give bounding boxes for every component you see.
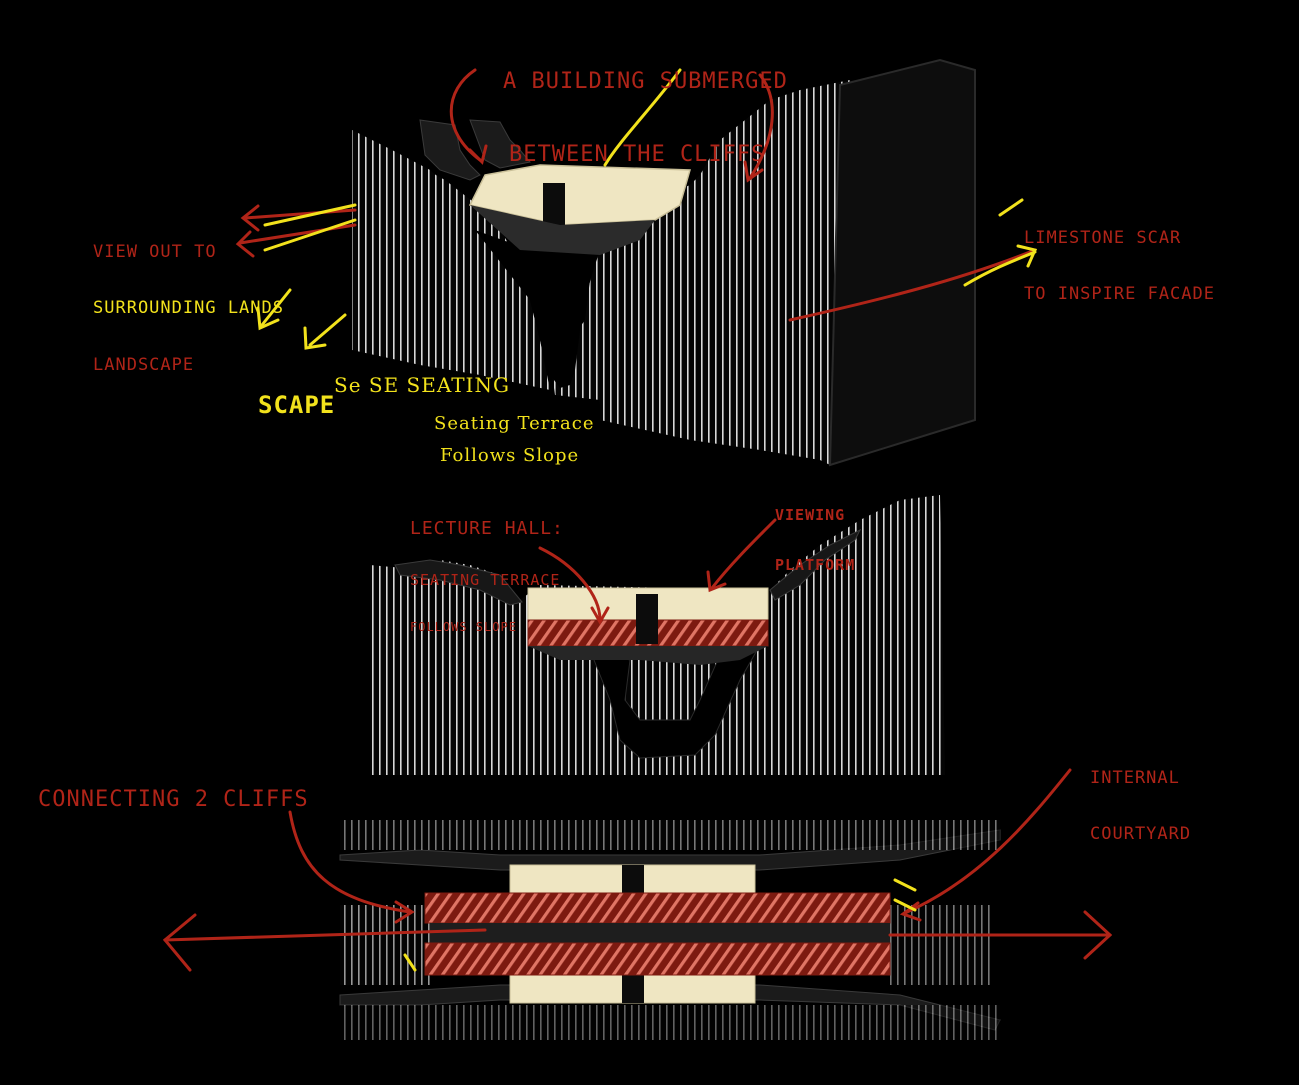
spread-arrow-right-head [1083, 910, 1113, 960]
viewing-platform-label: VIEWING PLATFORM [775, 474, 855, 590]
right-cliff-side [828, 58, 976, 467]
ravine-void [475, 230, 600, 388]
section-left-terrace [394, 559, 523, 606]
viewing-line-2: PLATFORM [775, 555, 856, 574]
plan-slot-bottom [622, 975, 644, 1003]
yellow-slash-top [603, 68, 682, 167]
yellow-view-line-2 [263, 218, 357, 252]
section-underside [528, 646, 768, 665]
plan-slot-top [622, 865, 644, 895]
building-underside [470, 205, 655, 255]
timber-roof-perspective [468, 164, 691, 226]
yellow-plan-ticks [893, 878, 917, 912]
spread-arrow-left [163, 928, 487, 942]
yellow-arrow-down-1 [260, 288, 292, 327]
courtyard-line-1: INTERNAL [1090, 768, 1180, 789]
lecture-arrow-head [590, 606, 610, 626]
spread-arrow-left-head [162, 913, 197, 972]
facade-arrow [788, 248, 1037, 322]
seating-label: Se SE SEATING [334, 373, 510, 397]
view-out-label: VIEW OUT TO SURROUNDING LANDS LANDSCAPE [93, 206, 284, 393]
limestone-line-1: LIMESTONE SCAR [1024, 228, 1182, 249]
submerged-arrow-left-head [468, 144, 488, 165]
yellow-arrow-down-2-head [303, 326, 327, 350]
plan-cliff-lines-mid-r [890, 905, 990, 985]
left-cliff-face [352, 130, 550, 390]
yellow-arrow-down-1-head [256, 306, 280, 331]
view-out-line-2: SURROUNDING LANDS [93, 298, 284, 319]
perspective-model [352, 58, 976, 467]
section-model [370, 495, 945, 775]
right-cliff-face [592, 85, 840, 455]
submerged-arrow-right [748, 73, 774, 180]
plan-red-band-top [424, 892, 891, 924]
seating-terrace-label: Seating Terrace [434, 413, 595, 434]
view-out-line-3: LANDSCAPE [93, 354, 195, 375]
view-arrow-2-head [235, 230, 255, 258]
view-arrow-1 [243, 208, 357, 220]
submerged-arrow-right-head [743, 160, 764, 183]
connecting-arrow-head [394, 900, 415, 924]
follows-slope-label: Follows Slope [440, 445, 580, 466]
yellow-arrows [256, 68, 1038, 972]
courtyard-arrow-head [899, 901, 922, 922]
plan-cliff-lines-bot [340, 1005, 1000, 1040]
plan-model [339, 820, 1001, 1040]
connecting-arrow [288, 810, 412, 914]
submerged-line-2: BETWEEN THE CLIFFS [509, 141, 766, 167]
yellow-facade-line [963, 250, 1037, 287]
platform-arrow [710, 518, 777, 590]
section-slot [636, 594, 658, 644]
plan-courtyard [430, 923, 890, 943]
yellow-view-line [263, 203, 357, 227]
red-arrows [162, 68, 1113, 972]
limestone-label: LIMESTONE SCAR TO INSPIRE FACADE [1024, 192, 1215, 323]
limestone-line-2: TO INSPIRE FACADE [1024, 284, 1215, 305]
courtyard-arrow [903, 768, 1072, 915]
courtyard-line-2: COURTYARD [1090, 824, 1192, 845]
scape-label: SCAPE [258, 391, 336, 419]
plan-cliff-lines-mid [340, 905, 430, 985]
submerged-line-1: A BUILDING SUBMERGED [503, 69, 788, 95]
view-arrow-2 [238, 223, 357, 245]
plan-cliff-lines-top [340, 820, 1000, 850]
viewing-line-1: VIEWING [775, 506, 846, 524]
lecture-line-2: SEATING TERRACE [410, 570, 561, 589]
lecture-line-1: LECTURE HALL: [410, 518, 564, 539]
platform-arrow-head [706, 570, 727, 593]
yellow-facade-head [1016, 244, 1038, 268]
yellow-plan-ticks-left [403, 953, 417, 972]
courtyard-label: INTERNAL COURTYARD [1090, 732, 1191, 863]
submerged-label: A BUILDING SUBMERGED BETWEEN THE CLIFFS [503, 22, 788, 191]
view-out-line-1: VIEW OUT TO [93, 242, 217, 263]
yellow-limestone-mark [998, 198, 1024, 217]
connecting-label: CONNECTING 2 CLIFFS [38, 787, 309, 812]
dark-slot-perspective [543, 183, 565, 233]
view-arrow-1-head [240, 204, 260, 232]
lecture-line-3: FOLLOWS SLOPE [410, 620, 517, 635]
lecture-hall-label: LECTURE HALL: SEATING TERRACE FOLLOWS SL… [410, 486, 564, 651]
submerged-arrow-left [449, 68, 482, 162]
lecture-arrow [538, 546, 602, 622]
plan-red-band-bottom [424, 942, 891, 976]
yellow-arrow-down-2 [308, 313, 347, 347]
section-right-terrace [769, 528, 862, 601]
